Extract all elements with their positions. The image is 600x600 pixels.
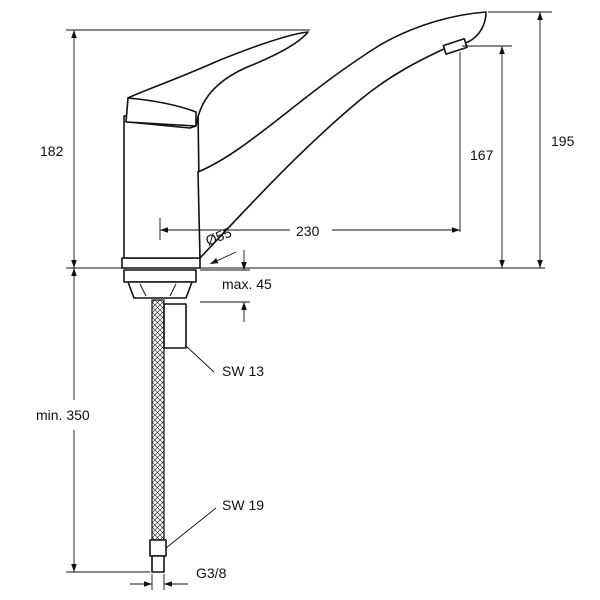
hose-thread xyxy=(151,555,165,573)
lever-handle xyxy=(127,31,309,129)
aerator xyxy=(442,37,468,55)
dim-label-min-350: min. 350 xyxy=(36,407,90,423)
lever-cap xyxy=(125,97,197,127)
dim-label-max-45: max. 45 xyxy=(222,276,272,292)
dim-label-sw13: SW 13 xyxy=(222,363,264,379)
dim-label-195: 195 xyxy=(551,133,575,149)
dimension-lines xyxy=(66,11,552,590)
base-flange xyxy=(121,257,201,269)
mounting-hardware xyxy=(123,269,197,349)
dim-label-167: 167 xyxy=(470,147,494,163)
mounting-bracket xyxy=(127,281,193,299)
braided-hose xyxy=(151,299,165,541)
faucet-body xyxy=(121,11,487,269)
valve-body xyxy=(123,109,201,259)
dim-label-230: 230 xyxy=(296,223,320,239)
spout xyxy=(197,11,487,259)
hose-nut xyxy=(163,303,187,349)
mounting-nut xyxy=(123,269,197,283)
dim-label-sw19: SW 19 xyxy=(222,497,264,513)
dim-label-182: 182 xyxy=(40,143,64,159)
supply-hose xyxy=(149,299,167,573)
dimension-labels: 182 195 167 230 Ø55 max. 45 SW 13 min. 3… xyxy=(36,133,575,581)
hose-fitting xyxy=(149,539,167,557)
dim-label-g38: G3/8 xyxy=(196,565,227,581)
